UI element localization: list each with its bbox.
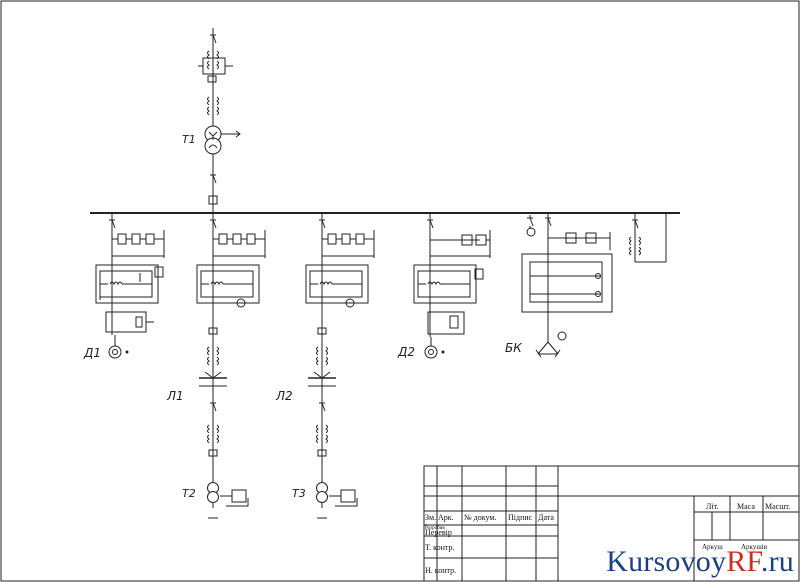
transformer-t1-label: Т1: [182, 133, 196, 146]
col-ark: Арк.: [438, 513, 454, 522]
voltage-measurement-branch: [629, 213, 667, 263]
mass-label: Маса: [737, 502, 755, 511]
row-tkontr: Т. контр.: [425, 543, 454, 552]
motor-d1-label: Д1: [83, 346, 101, 360]
row-razrob: Розробив: [425, 526, 445, 531]
capacitor-bank-label: БК: [505, 341, 522, 355]
watermark-part3: .ru: [760, 545, 794, 578]
motor-d2-label: Д2: [397, 345, 415, 359]
row-perev: Перевір: [425, 528, 452, 537]
capacitor-bank-icon: [535, 330, 567, 358]
feeder-l1: [196, 213, 266, 519]
watermark-part2: RF: [726, 545, 761, 578]
col-sign: Підпис: [508, 513, 533, 522]
motor-d1-icon: [108, 335, 129, 359]
sheets-label: Аркушів: [741, 543, 768, 551]
line-l2-label: Л2: [275, 389, 293, 403]
scale-label: Масшт.: [765, 502, 790, 511]
motor-d2-icon: [424, 337, 445, 359]
transformer-t2-icon: [207, 482, 249, 507]
col-doc: № докум.: [464, 513, 496, 522]
sheet-label: Аркуш: [702, 543, 723, 551]
line-l1-label: Л1: [166, 389, 184, 403]
feeder-d1: [95, 213, 165, 335]
col-date: Дата: [538, 513, 554, 522]
title-block-text: Зм. Арк. № докум. Підпис Дата Розробив П…: [425, 502, 790, 575]
incoming-feeder: [198, 28, 233, 213]
title-block: [423, 465, 800, 582]
watermark-part1: Kursovoy: [606, 545, 727, 578]
col-izm: Зм.: [425, 513, 436, 522]
feeder-l2: [305, 213, 375, 519]
transformer-t1-icon: [204, 125, 241, 155]
lit-label: Літ.: [706, 502, 719, 511]
site-watermark: KursovoyRF.ru: [606, 545, 794, 579]
transformer-t3-label: Т3: [292, 487, 306, 500]
row-nkontr: Н. контр.: [425, 566, 456, 575]
feeder-bk: [521, 213, 613, 330]
transformer-t2-label: Т2: [182, 487, 196, 500]
feeder-d2: [413, 213, 491, 337]
transformer-t3-icon: [316, 482, 358, 507]
